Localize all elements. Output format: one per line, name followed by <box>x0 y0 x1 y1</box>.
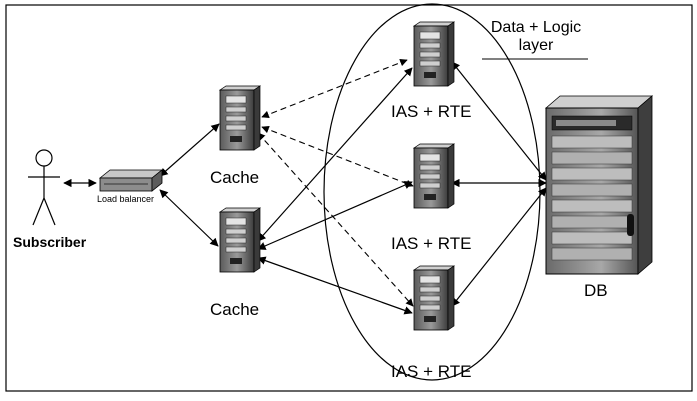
subscriber-label: Subscriber <box>13 234 87 250</box>
database-label: DB <box>584 281 608 300</box>
dashed-link-cache-top-server-top <box>261 58 408 119</box>
load-balancer-icon <box>98 169 164 192</box>
link-cache-bottom-server-bottom <box>257 256 413 315</box>
server-bottom-label: IAS + RTE <box>391 362 472 381</box>
diagram-frame <box>5 4 693 392</box>
ias-server-middle-icon <box>412 143 456 209</box>
link-server-bottom-db <box>451 187 547 307</box>
database-icon <box>544 95 654 275</box>
layer-title-line1: Data + Logic <box>490 19 582 36</box>
ias-server-top-icon <box>412 21 456 87</box>
ias-server-bottom-icon <box>412 265 456 331</box>
load-balancer-label: Load balancer <box>97 194 155 204</box>
server-middle-label: IAS + RTE <box>391 234 472 253</box>
link-server-top-db <box>451 61 547 181</box>
server-top-label: IAS + RTE <box>391 102 472 121</box>
cache-top-label: Cache <box>210 168 260 187</box>
cache-server-top-icon <box>218 85 262 151</box>
subscriber-icon <box>28 149 60 226</box>
link-lb-cache-top <box>159 123 220 177</box>
link-cache-bottom-server-middle <box>257 181 413 250</box>
dashed-link-cache-top-server-middle <box>261 125 414 188</box>
cache-bottom-label: Cache <box>210 300 260 319</box>
link-lb-cache-bottom <box>159 189 219 247</box>
dashed-link-cache-top-server-bottom <box>257 132 414 307</box>
layer-title-line2: layer <box>518 37 554 54</box>
layer-title: Data + Logic layer <box>484 20 588 54</box>
cache-server-bottom-icon <box>218 207 262 273</box>
